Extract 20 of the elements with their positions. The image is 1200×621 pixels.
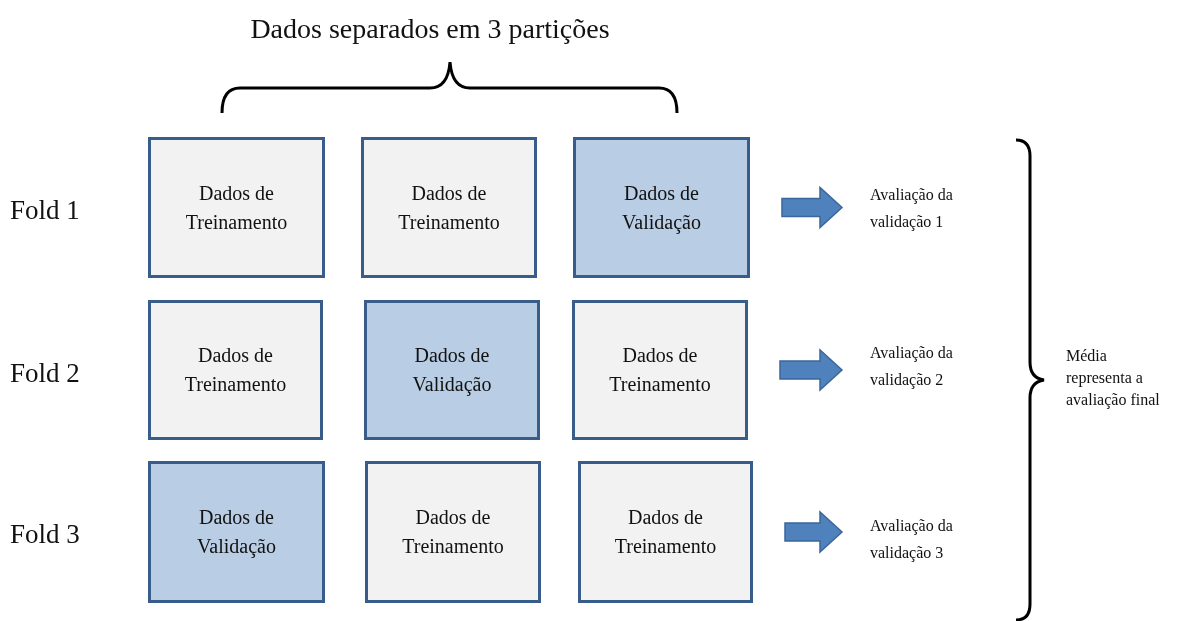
evaluation-text: Avaliação da validação 1 [870,183,1000,233]
final-average-note: Média representa a avaliação final [1066,346,1161,411]
block-arrow [779,348,844,392]
data-partition-box: Dados de Validação [364,300,540,440]
data-partition-box: Dados de Treinamento [365,461,541,603]
data-partition-box: Dados de Treinamento [572,300,748,440]
data-partition-box: Dados de Treinamento [361,137,537,278]
partition-heading: Dados separados em 3 partições [249,12,611,46]
block-arrow [784,510,844,554]
data-partition-box: Dados de Treinamento [148,137,325,278]
data-partition-box: Dados de Treinamento [148,300,323,440]
evaluation-text: Avaliação da validação 3 [870,514,1000,564]
evaluation-text: Avaliação da validação 2 [870,341,1000,391]
data-partition-box: Dados de Treinamento [578,461,753,603]
fold-label: Fold 2 [10,357,81,390]
data-partition-box: Dados de Validação [148,461,325,603]
block-arrow [781,185,844,230]
fold-label: Fold 3 [10,518,81,551]
data-partition-box: Dados de Validação [573,137,750,278]
fold-label: Fold 1 [10,194,81,227]
